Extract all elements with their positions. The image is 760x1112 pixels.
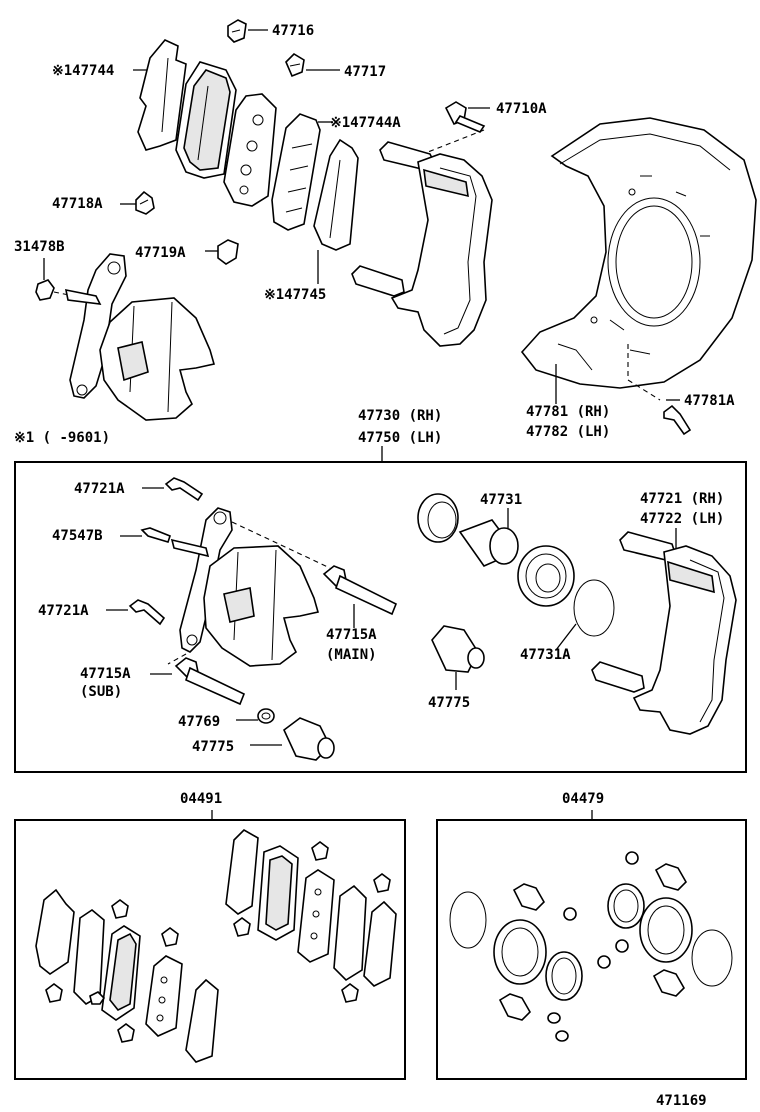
label-47715a-sub: 47715A bbox=[80, 666, 131, 682]
brake-pad-outer bbox=[175, 61, 237, 179]
bleeder-plug-31478b bbox=[35, 279, 75, 301]
disc-brake-dust-cover bbox=[520, 117, 757, 389]
clip-47716 bbox=[227, 19, 247, 43]
label-47730-rh: 47730 (RH) bbox=[358, 408, 442, 424]
caliper-cylinder-box bbox=[170, 507, 320, 667]
label-31478b: 31478B bbox=[14, 239, 65, 255]
label-47775-left: 47775 bbox=[192, 739, 234, 755]
piston-boot bbox=[517, 545, 575, 607]
label-kit-04491: 04491 bbox=[180, 791, 222, 807]
seal-kit-parts bbox=[449, 851, 733, 1042]
bolt-47721a-lower bbox=[128, 599, 166, 626]
caliper-cylinder-top bbox=[64, 253, 216, 421]
brake-pad-inner bbox=[223, 93, 277, 207]
boot-47775-center bbox=[431, 625, 485, 673]
ring-47731a bbox=[573, 579, 615, 637]
label-47775-center: 47775 bbox=[428, 695, 470, 711]
label-47719a: 47719A bbox=[135, 245, 186, 261]
boot-47775-left bbox=[283, 717, 335, 761]
label-47547b: 47547B bbox=[52, 528, 103, 544]
label-47718a: 47718A bbox=[52, 196, 103, 212]
slide-pin-47715a-main bbox=[322, 565, 398, 616]
label-47781-rh: 47781 (RH) bbox=[526, 404, 610, 420]
label-47721a-lower: 47721A bbox=[38, 603, 89, 619]
shim-147744a bbox=[271, 113, 321, 231]
bolt-47781a bbox=[663, 404, 692, 436]
shim-147745 bbox=[313, 138, 359, 251]
label-47717: 47717 bbox=[344, 64, 386, 80]
label-sub: (SUB) bbox=[80, 684, 122, 700]
note-1-applicability: ※1 ( -9601) bbox=[14, 430, 110, 446]
bleeder-47547b bbox=[140, 527, 171, 543]
label-47769: 47769 bbox=[178, 714, 220, 730]
shim-147744 bbox=[137, 39, 187, 151]
label-147745: ※147745 bbox=[264, 287, 326, 303]
label-47782-lh: 47782 (LH) bbox=[526, 424, 610, 440]
pad-kit-parts bbox=[35, 829, 397, 1063]
slide-pin-47715a-sub bbox=[174, 657, 246, 706]
label-147744: ※147744 bbox=[52, 63, 114, 79]
piston-47731 bbox=[458, 519, 519, 567]
label-main: (MAIN) bbox=[326, 647, 377, 663]
label-47715a-main: 47715A bbox=[326, 627, 377, 643]
bolt-47710a bbox=[444, 101, 486, 133]
clip-47719a bbox=[217, 239, 239, 265]
piston-seal-ring bbox=[417, 493, 459, 543]
label-47721-rh: 47721 (RH) bbox=[640, 491, 724, 507]
label-147744a: ※147744A bbox=[330, 115, 401, 131]
figure-number: 471169 bbox=[656, 1093, 707, 1109]
clip-47718a bbox=[135, 190, 155, 215]
label-47750-lh: 47750 (LH) bbox=[358, 430, 442, 446]
clip-47717 bbox=[285, 52, 305, 78]
caliper-support-box bbox=[591, 531, 737, 735]
seal-kit-box-04479 bbox=[436, 819, 747, 1080]
label-kit-04479: 04479 bbox=[562, 791, 604, 807]
label-47781a: 47781A bbox=[684, 393, 735, 409]
label-47721a-upper: 47721A bbox=[74, 481, 125, 497]
bolt-47721a-upper bbox=[164, 477, 204, 502]
caliper-assembly-box bbox=[14, 461, 747, 773]
label-47710a: 47710A bbox=[496, 101, 547, 117]
label-47716: 47716 bbox=[272, 23, 314, 39]
pad-kit-box-04491 bbox=[14, 819, 406, 1080]
label-47722-lh: 47722 (LH) bbox=[640, 511, 724, 527]
bushing-47769 bbox=[257, 708, 275, 724]
caliper-support-top bbox=[351, 141, 493, 347]
label-47731a: 47731A bbox=[520, 647, 571, 663]
label-47731: 47731 bbox=[480, 492, 522, 508]
